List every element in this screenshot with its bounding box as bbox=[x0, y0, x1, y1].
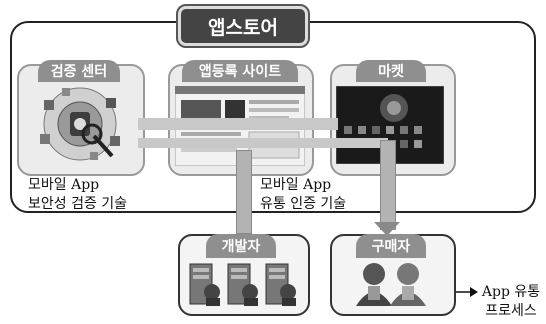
flow-connector-lower bbox=[138, 138, 388, 148]
legend-text: App 유통 프로세스 bbox=[476, 283, 546, 321]
security-verification-icon bbox=[40, 87, 120, 161]
legend-arrow-icon bbox=[456, 287, 478, 297]
flow-arrowhead-icon bbox=[374, 222, 400, 236]
security-tech-caption: 모바일 App 보안성 검증 기술 bbox=[28, 176, 178, 214]
auth-tech-line1: 모바일 App bbox=[260, 177, 332, 193]
legend-line2: 프로세스 bbox=[485, 303, 537, 319]
developer-label: 개발자 bbox=[206, 234, 276, 258]
flow-pillar-to-developer bbox=[236, 150, 252, 234]
flow-connector-upper bbox=[138, 118, 338, 130]
buyers-people-icon bbox=[356, 263, 426, 306]
buyer-label: 구매자 bbox=[356, 234, 426, 258]
verification-center-label: 검증 센터 bbox=[38, 60, 120, 82]
app-registration-site-label: 앱등록 사이트 bbox=[182, 60, 298, 82]
auth-tech-caption: 모바일 App 유통 인증 기술 bbox=[260, 176, 400, 214]
app-store-title: 앱스토어 bbox=[176, 4, 310, 48]
developer-servers-icon bbox=[189, 263, 296, 306]
security-tech-line1: 모바일 App bbox=[28, 177, 100, 193]
security-tech-line2: 보안성 검증 기술 bbox=[28, 196, 128, 212]
legend-line1: App 유통 bbox=[481, 284, 541, 300]
auth-tech-line2: 유통 인증 기술 bbox=[260, 196, 347, 212]
market-label: 마켓 bbox=[356, 60, 426, 82]
